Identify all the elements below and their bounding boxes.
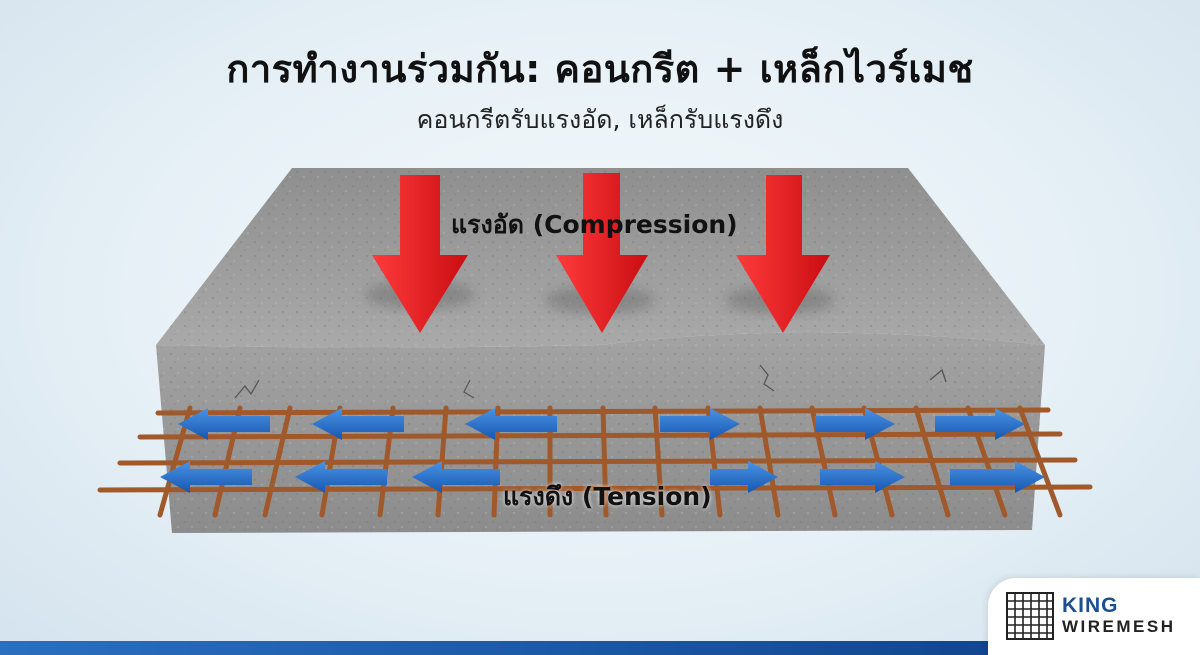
compression-label: แรงอัด (Compression) [451,210,738,239]
tension-arrow-upper-4 [660,408,740,440]
tension-arrow-upper-6 [935,408,1025,440]
logo-brand-king: KING [1062,594,1119,617]
brand-logo: KING WIREMESH [988,578,1200,655]
tension-arrow-upper-2 [312,408,404,440]
tension-arrow-lower-4 [710,461,778,493]
bottom-accent-bar [0,641,1200,655]
tension-arrow-upper-5 [815,408,895,440]
tension-arrow-lower-1 [160,461,252,493]
page-subtitle: คอนกรีตรับแรงอัด, เหล็กรับแรงดึง [416,105,784,134]
tension-arrow-upper-3 [465,408,557,440]
tension-arrow-lower-2 [295,461,387,493]
tension-label: แรงดึง (Tension) [503,482,712,511]
wiremesh-grid-icon [1006,592,1054,640]
tension-arrow-lower-5 [820,461,905,493]
compression-arrow-1 [372,175,468,333]
page-title: การทำงานร่วมกัน: คอนกรีต + เหล็กไวร์เมช [226,47,974,91]
logo-brand-wiremesh: WIREMESH [1062,617,1176,636]
tension-arrow-upper-1 [178,408,270,440]
tension-arrow-lower-3 [412,461,500,493]
compression-arrow-3 [736,175,830,333]
compression-arrow-2 [556,173,648,333]
tension-arrow-lower-6 [950,461,1045,493]
